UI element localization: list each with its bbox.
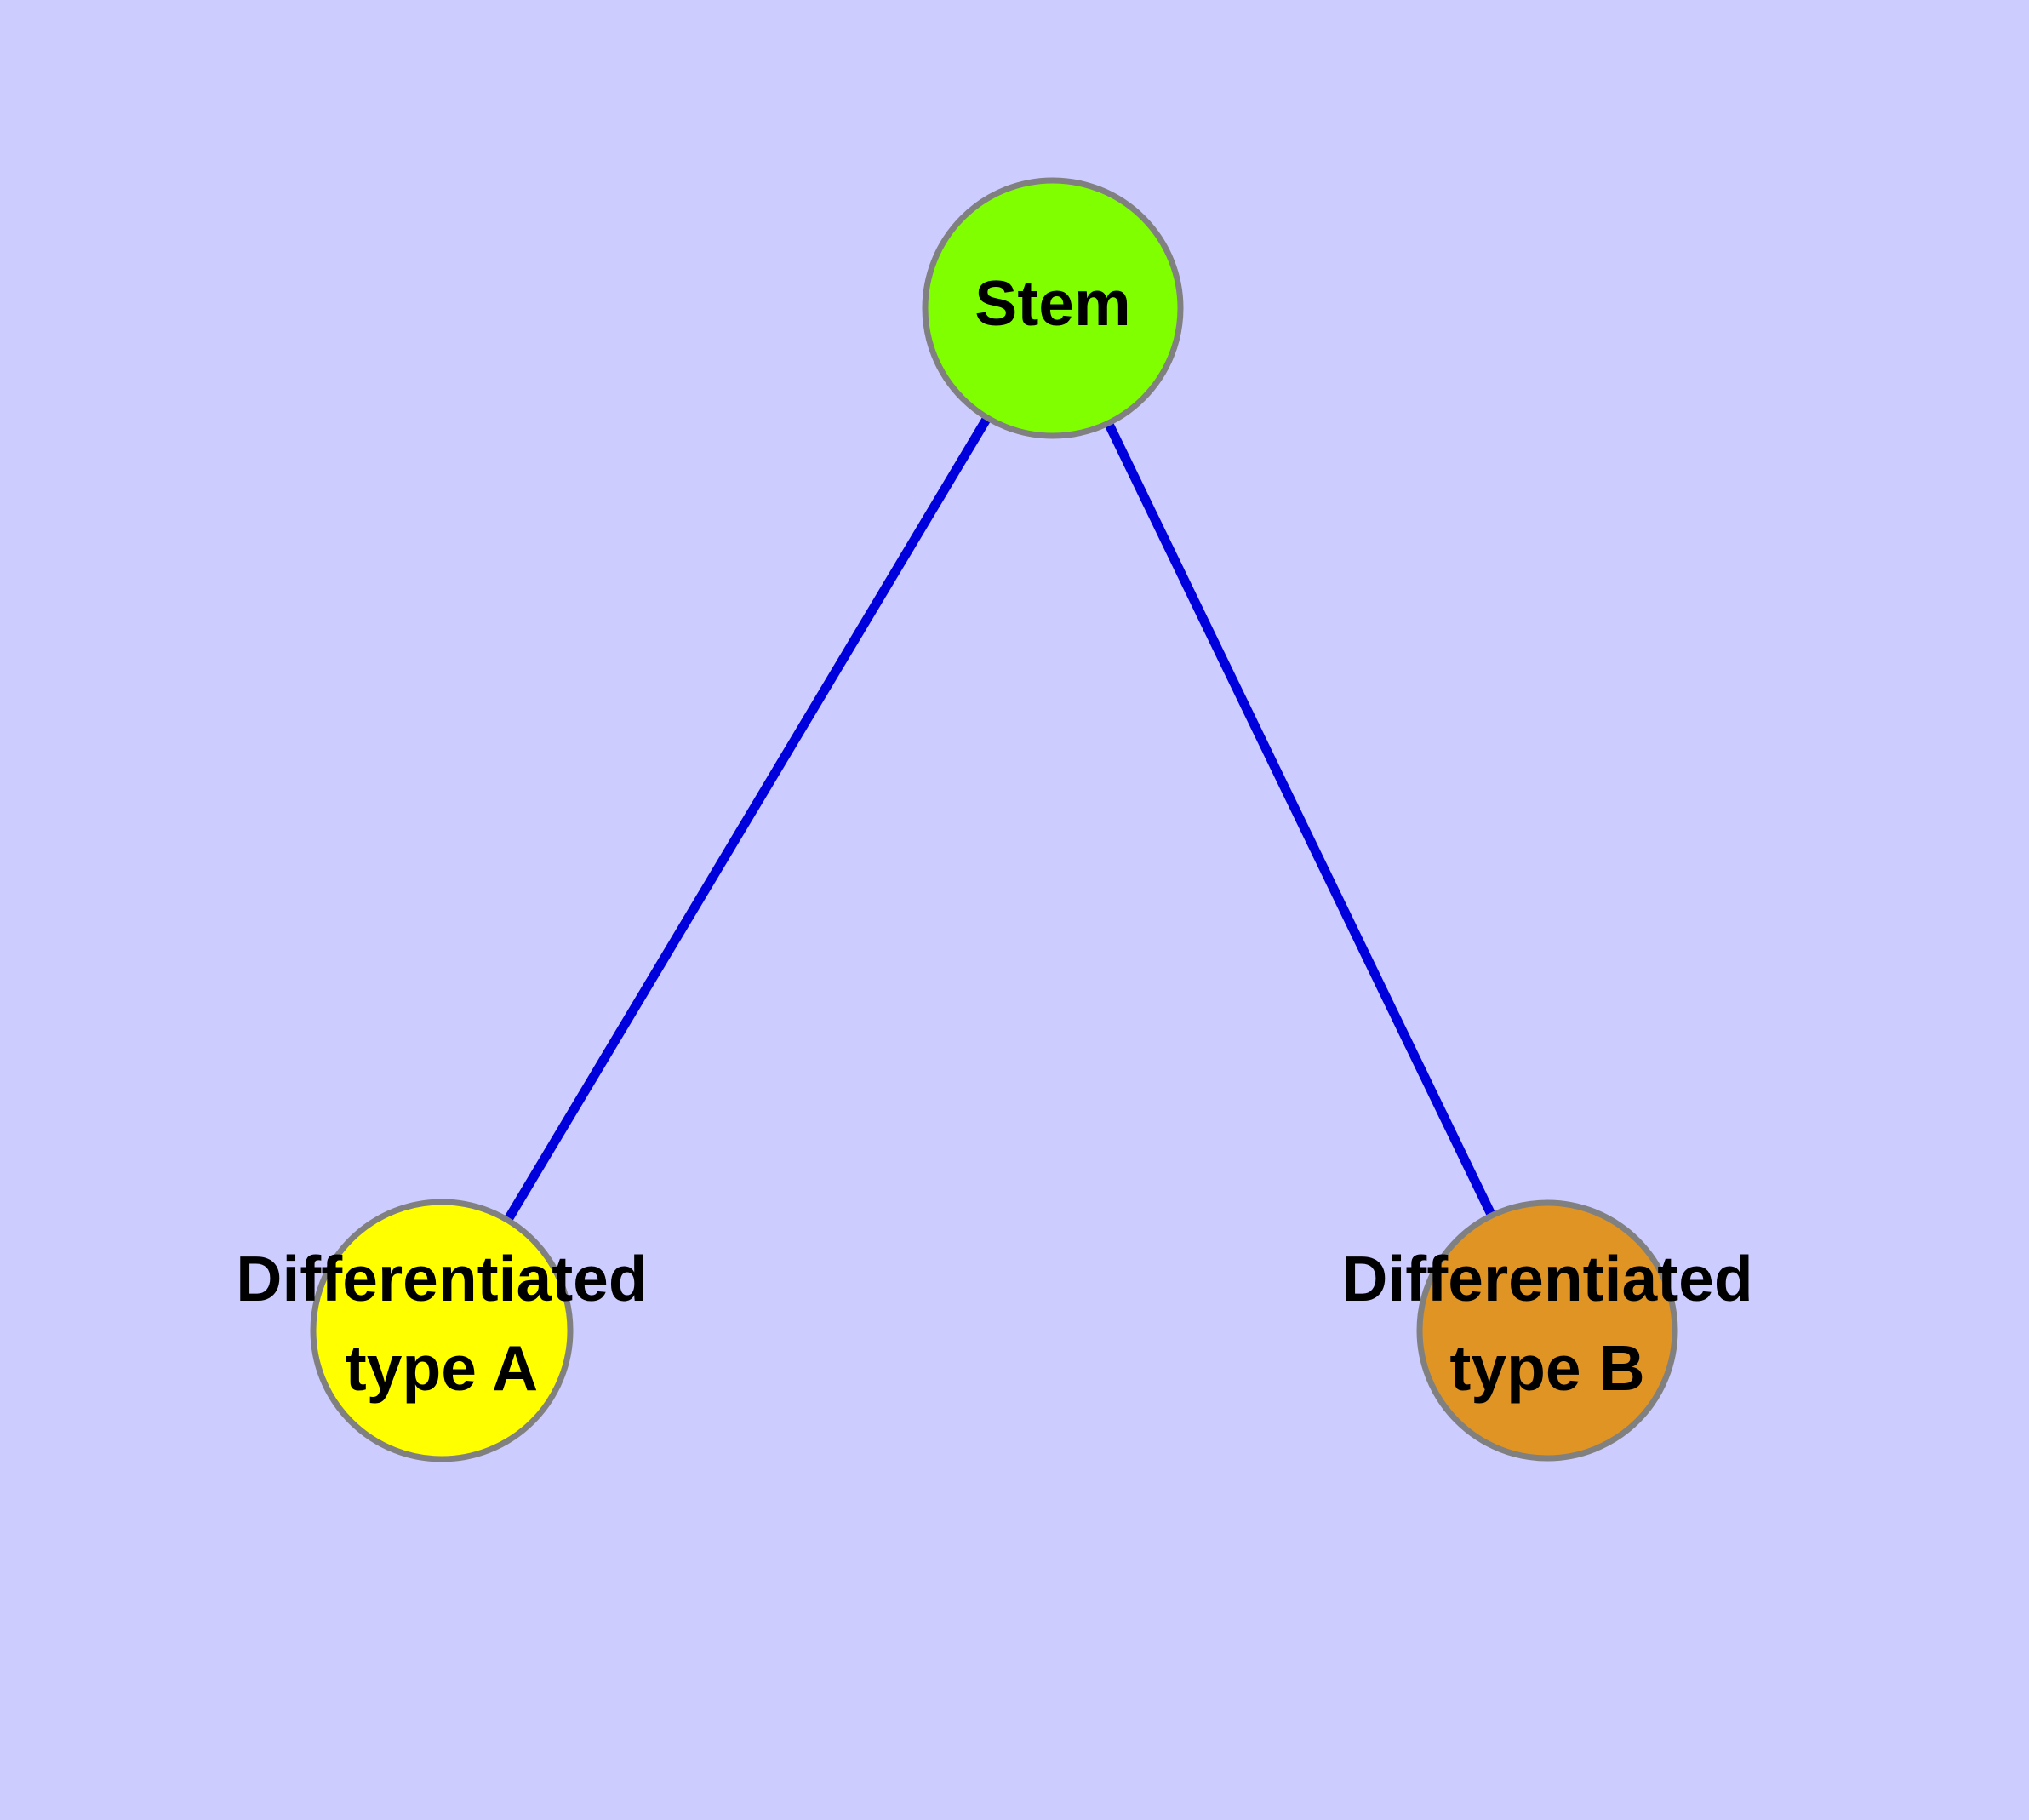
node-differentiated-type-a[interactable] [310,1199,574,1462]
node-differentiated-type-b[interactable] [1416,1199,1678,1462]
node-stem[interactable] [922,177,1184,439]
node-label-differentiated-type-b-line1: Differentiated [1341,1243,1752,1314]
edge-stem-to-differentiated-type-b[interactable] [1049,306,1552,1333]
node-label-differentiated-type-a-line1: Differentiated [236,1243,647,1314]
node-label-stem: Stem [974,267,1130,339]
nodes-group [310,177,1678,1462]
labels-group: Stem Differentiated type A Differentiate… [236,267,1752,1404]
node-label-differentiated-type-a-line2: type A [346,1332,538,1404]
edge-stem-to-differentiated-type-a[interactable] [437,306,1057,1333]
edges-group [437,306,1552,1333]
node-label-differentiated-type-b-line2: type B [1449,1332,1644,1404]
